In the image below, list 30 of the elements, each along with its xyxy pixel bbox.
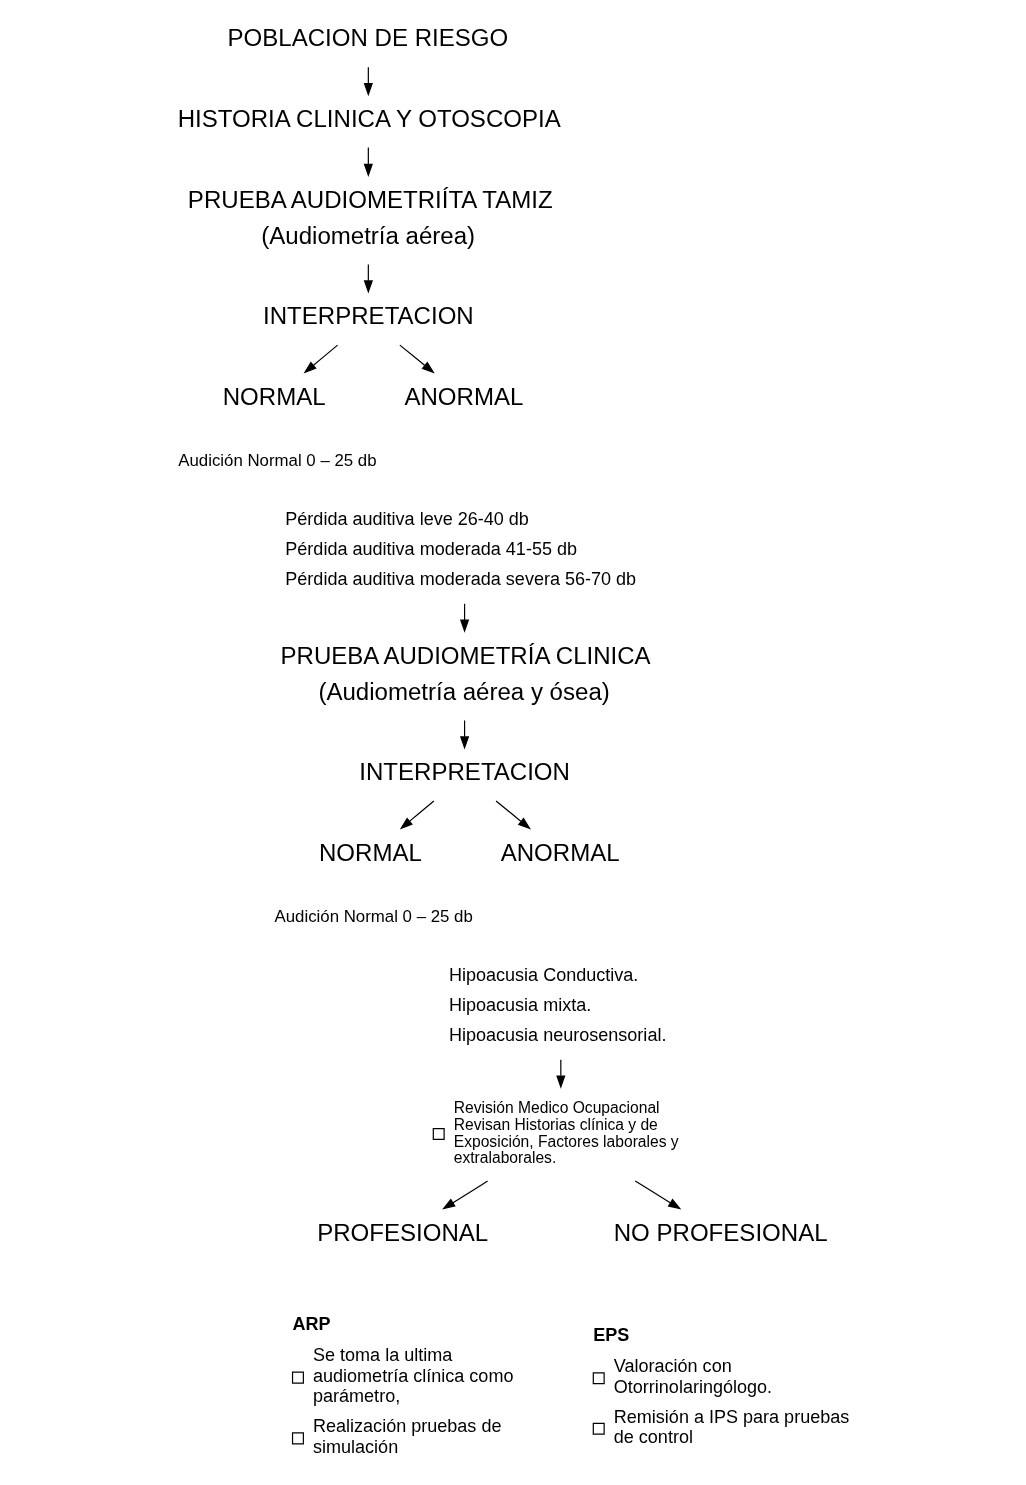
node-text: NO PROFESIONAL <box>613 1218 828 1246</box>
node-text: NORMAL <box>222 382 326 410</box>
arrow <box>303 344 339 373</box>
node-text: ANORMAL <box>404 382 524 410</box>
node-label: Se toma la ultima audiometría clínica como parámetro, <box>312 1344 514 1406</box>
node-box <box>432 1127 445 1140</box>
node-text: POBLACION DE RIESGO <box>227 23 509 51</box>
node-text: Pérdida auditiva leve 26-40 db Pérdida auditiva moderada 41-55 db Pérdida auditiva moderada severa 56-70 db <box>285 508 637 589</box>
node-text: PRUEBA AUDIOMETRIÍTA TAMIZ (Audiometría aérea) <box>187 185 553 249</box>
node-text: NORMAL <box>319 838 422 866</box>
node-label: Revisión Medico Ocupacional Revisan Historias clínica y de Exposición, Factores laborales y extralaborales. <box>453 1098 679 1166</box>
arrow <box>442 1179 489 1209</box>
arrow <box>495 800 531 829</box>
node-text: HISTORIA CLINICA Y OTOSCOPIA <box>177 104 561 132</box>
node-text: INTERPRETACION <box>263 301 474 329</box>
node-label: Audición Normal 0 – 25 db <box>274 906 473 926</box>
node-text: ANORMAL <box>500 838 620 866</box>
node-label: Valoración con Otorrinolaringólogo. <box>613 1355 773 1397</box>
node-label: EPS <box>593 1324 630 1345</box>
node-label: Audición Normal 0 – 25 db <box>178 450 377 470</box>
arrow <box>399 800 435 829</box>
node-label: Realización pruebas de simulación <box>312 1415 502 1457</box>
node-text: INTERPRETACION <box>359 757 570 785</box>
node-text: PRUEBA AUDIOMETRÍA CLINICA (Audiometría aérea y ósea) <box>280 641 651 705</box>
arrow <box>634 1179 682 1209</box>
arrow <box>399 344 435 373</box>
node-text: Hipoacusia Conductiva. Hipoacusia mixta. Hipoacusia neurosensorial. <box>448 964 667 1045</box>
node-text: PROFESIONAL <box>317 1218 489 1246</box>
node-label: ARP <box>292 1313 331 1334</box>
node-label: Remisión a IPS para pruebas de control <box>613 1406 850 1447</box>
